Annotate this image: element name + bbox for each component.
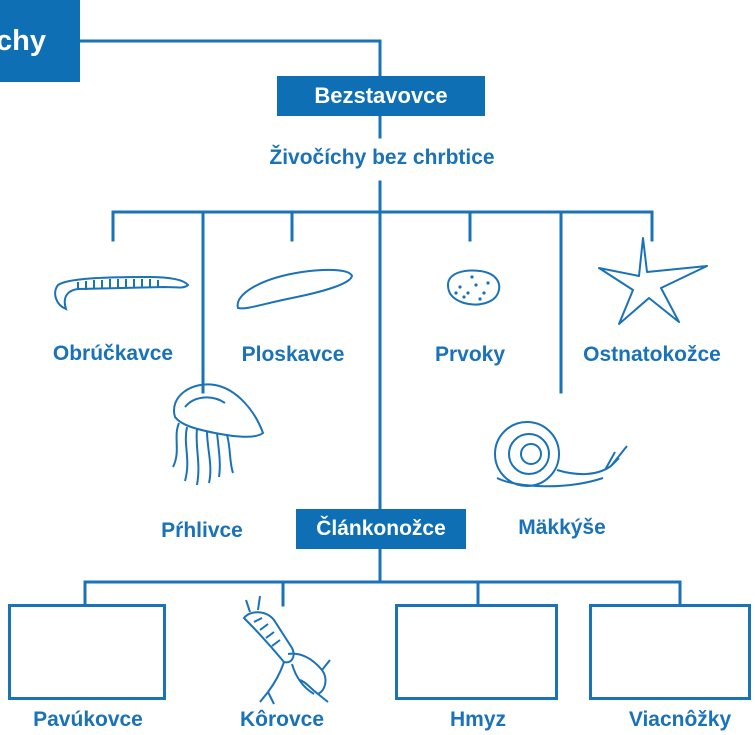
main-box-label: Bezstavovce [314,83,447,109]
group-ploskavce: Ploskavce [242,343,345,367]
main-box: Bezstavovce [277,76,485,116]
arthropod-hmyz: Hmyz [450,708,506,732]
arthropod-viacnozky: Viacnôžky [629,708,731,732]
viacnozky-box [589,604,751,700]
crayfish-icon [230,590,340,710]
starfish-icon [595,232,715,327]
root-box: chy [0,0,80,82]
flatworm-icon [232,264,362,319]
subtitle: Živočíchy bez chrbtice [269,146,494,170]
group-ostnatokozce: Ostnatokožce [583,343,721,367]
group-makkyse: Mäkkýše [518,516,606,540]
protozoan-icon [438,263,508,313]
earthworm-icon [38,263,198,318]
group-obruckavce: Obrúčkavce [53,342,173,366]
hmyz-box [395,604,558,700]
clankonozce-label: Článkonožce [316,517,446,541]
arthropod-pavukovce: Pavúkovce [33,708,143,732]
root-label: chy [0,25,46,58]
pavukovce-box [8,604,166,700]
arthropod-korovce: Kôrovce [240,708,324,732]
group-prvoky: Prvoky [435,343,505,367]
snail-icon [487,416,637,496]
clankonozce-box: Článkonožce [296,509,466,549]
group-prhlivce: Pŕhlivce [161,519,243,543]
jellyfish-icon [155,377,270,492]
